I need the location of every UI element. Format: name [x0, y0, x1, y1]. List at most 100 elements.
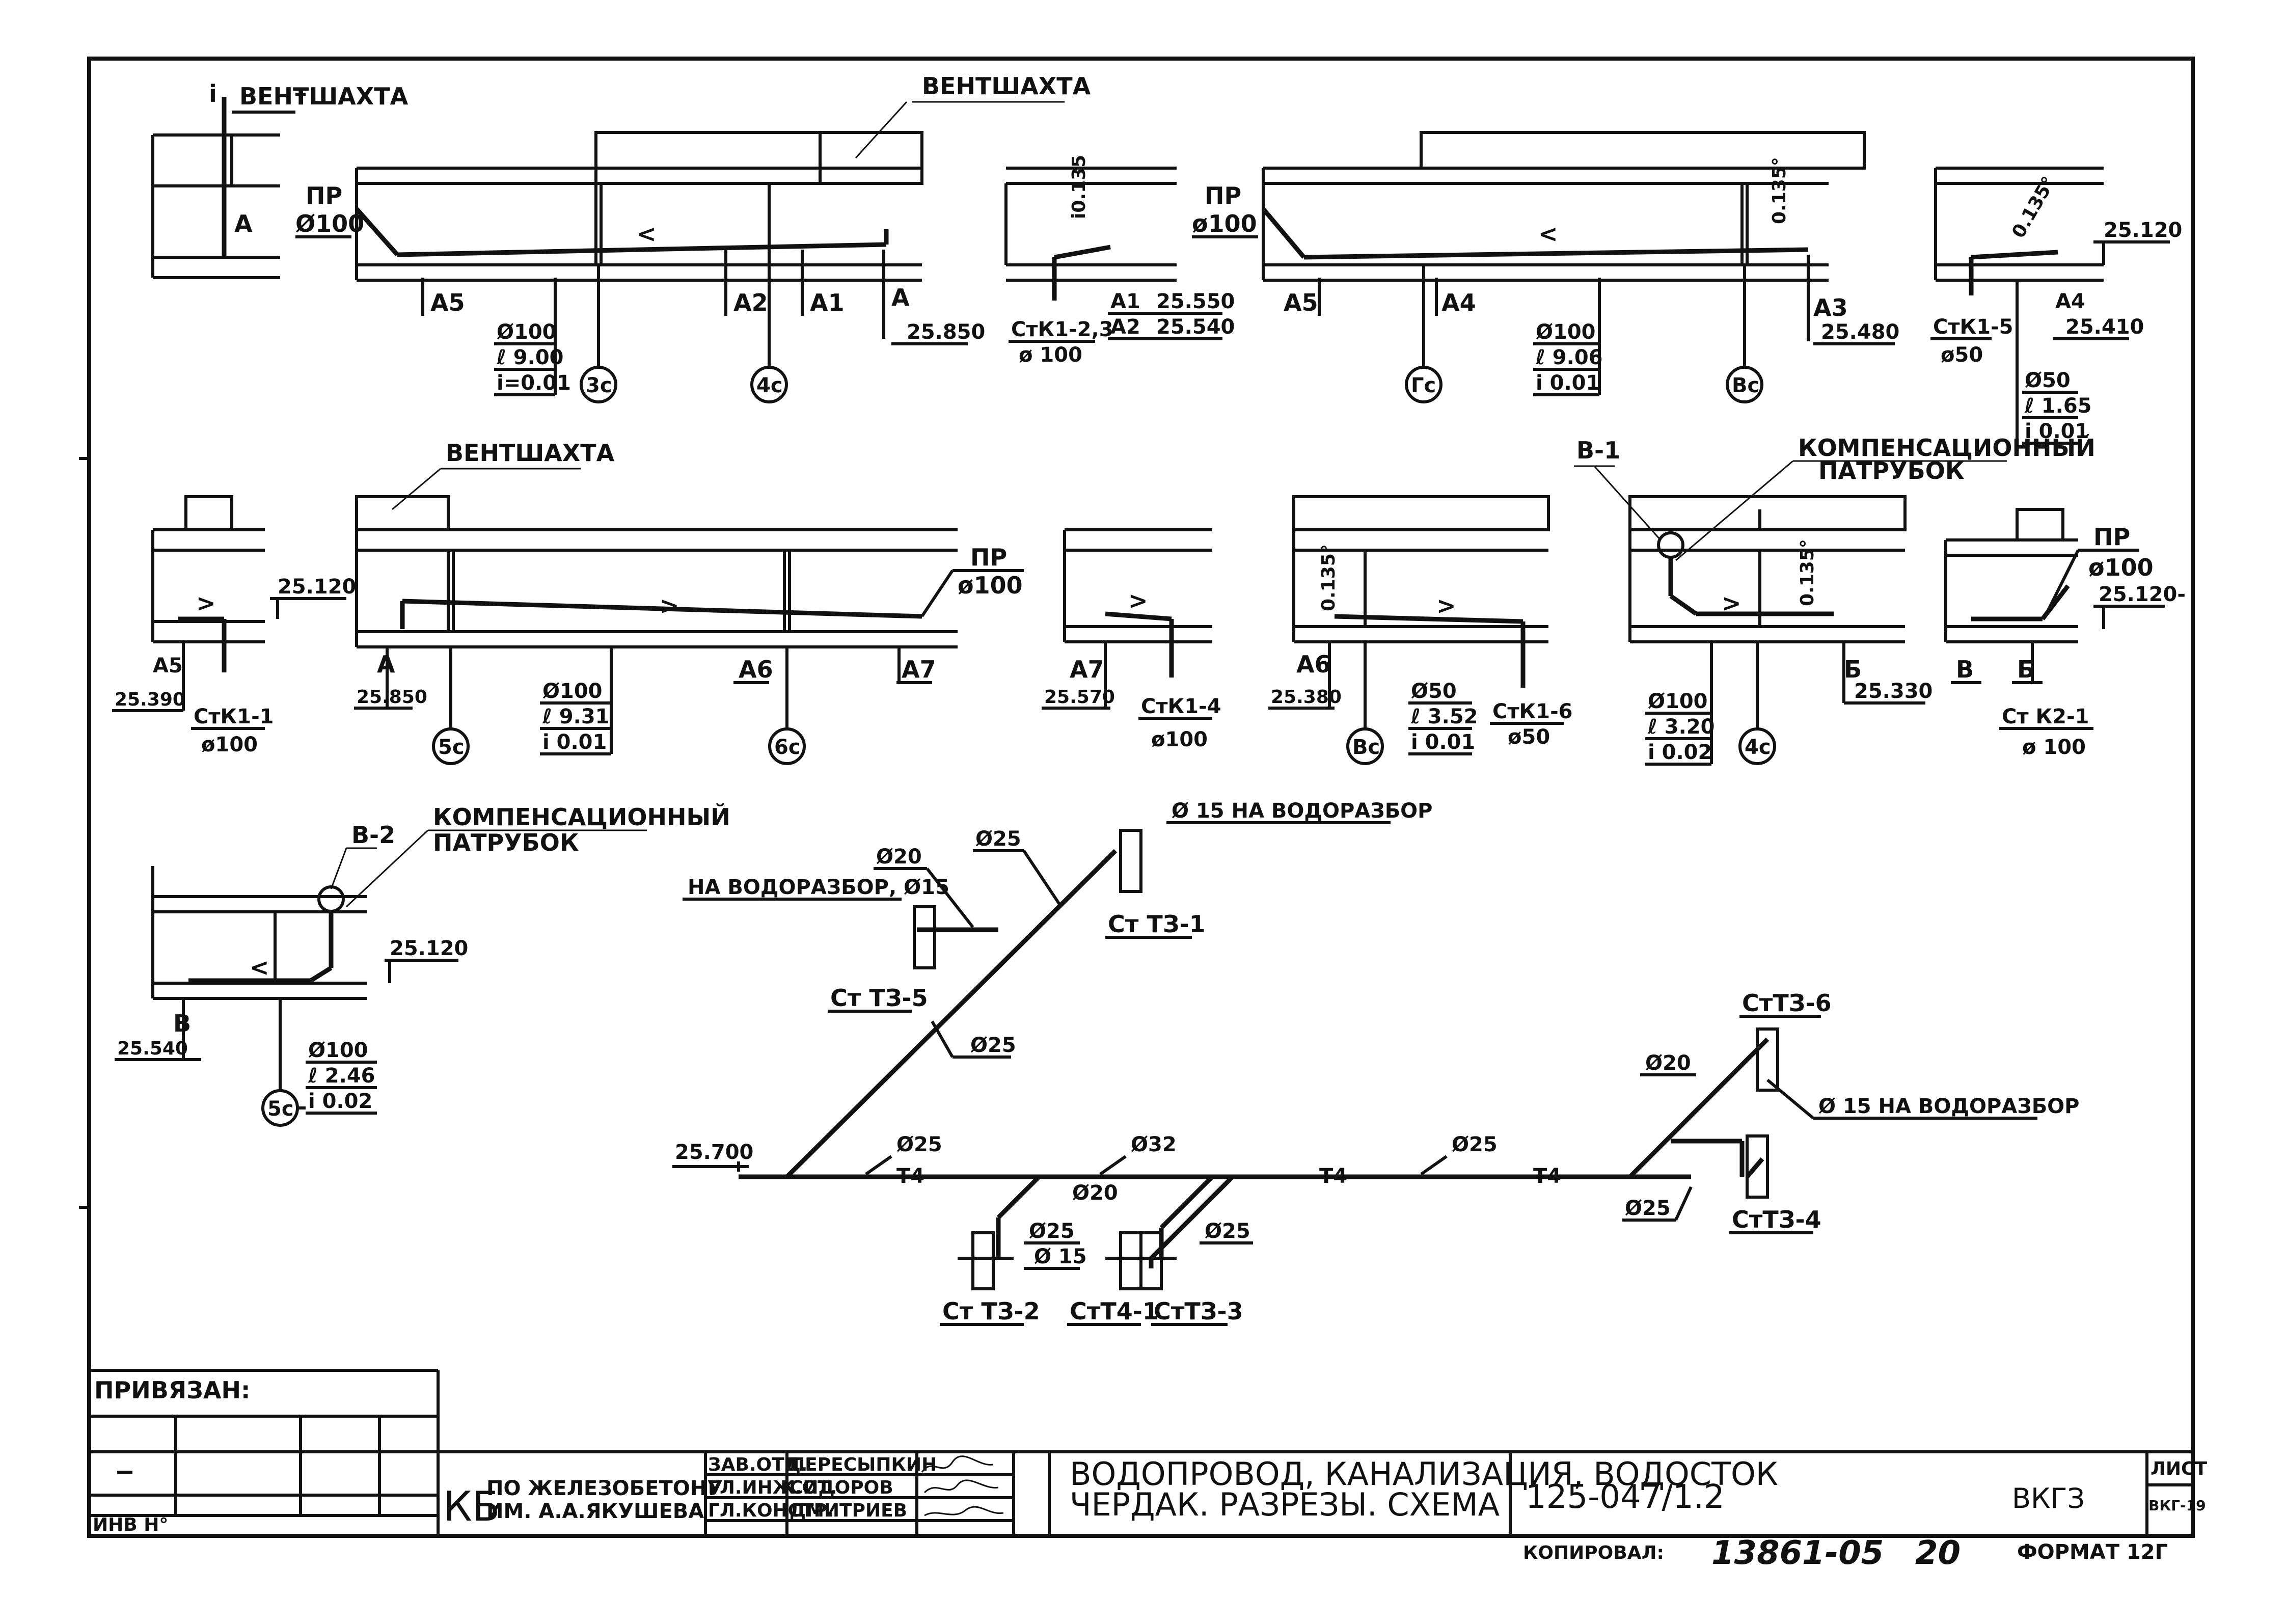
s10-label-v: В [1956, 656, 1974, 683]
s7-stack: СтК1-4 [1141, 695, 1221, 718]
s6-spec-length: ℓ 9.31 [542, 705, 609, 728]
s10-level: 25.120- [2099, 583, 2186, 606]
water-scheme: 25.700 Ø 15 НА ВОДОРАЗБОР НА ВОДОРАЗБОР,… [672, 799, 2080, 1326]
s3-spec-slope: i 0.01 [1536, 371, 1600, 395]
title-block: ПРИВЯЗАН: ИНВ Н° КБ ПО ЖЕЛЕЗОБЕТОНУ ИМ. … [89, 1369, 2207, 1572]
t4-mark-1: Т4 [896, 1165, 924, 1188]
s1-label-a1: А1 [810, 289, 845, 316]
copy-index: 20 [1915, 1534, 1961, 1572]
s11-tag: В-2 [351, 821, 395, 849]
flow-arrow-1: < [637, 220, 657, 248]
s8-stack-diameter: ø50 [1508, 725, 1550, 749]
name-2: СИДОРОВ [790, 1477, 893, 1498]
stack-t3-6: СтТЗ-6 [1742, 989, 1832, 1017]
section-11: В-2 КОМПЕНСАЦИОННЫЙ ПАТРУБОК < 25.120 В … [115, 803, 730, 1127]
section-1: ВЕНТШАХТА ПР Ø100 < А5 А2 А1 А 25.850 Ø1… [295, 72, 1091, 403]
s9-slope: 0.135° [1797, 539, 1818, 606]
s1-spec-diameter: Ø100 [497, 320, 557, 344]
s1-axis-3c: 3с [586, 374, 612, 397]
s3-spec-diameter: Ø100 [1536, 320, 1596, 344]
s3-axis-gc: Гс [1411, 374, 1436, 397]
s8-level: 25.380 [1271, 687, 1342, 708]
s5-label-a5: А5 [153, 654, 183, 678]
drawing-title-2: ЧЕРДАК. РАЗРЕЗЫ. СХЕМА [1070, 1486, 1500, 1523]
d32-main: Ø32 [1131, 1133, 1177, 1156]
s3-label-a5: А5 [1284, 289, 1318, 316]
d15-branch: Ø 15 [1034, 1245, 1087, 1268]
pr-label-1: ПР [306, 182, 342, 209]
s4-spec-diameter: Ø50 [2025, 369, 2071, 392]
s1-spec-slope: i=0.01 [497, 371, 571, 395]
flow-arrow-7: > [1128, 587, 1148, 614]
section-10: ПР ø100 25.120- В Б Ст К2-1 ø 100 [1944, 508, 2186, 759]
d25-main-2: Ø25 [1452, 1133, 1498, 1156]
s6-spec-diameter: Ø100 [542, 680, 603, 703]
comp-label-2b: ПАТРУБОК [433, 829, 579, 856]
s9-label-b: Б [1844, 656, 1862, 683]
flow-arrow-9: > [1722, 589, 1741, 617]
drawing-code: ВКГЗ [2012, 1482, 2085, 1514]
comp-label-2a: КОМПЕНСАЦИОННЫЙ [433, 803, 730, 831]
s3-label-a3: А3 [1813, 294, 1848, 321]
role-3: ГЛ.КОНСТР. [708, 1500, 834, 1521]
pr-diameter-2: ø100 [1192, 210, 1257, 237]
s2-slope: i0.135 [1069, 155, 1090, 219]
s11-level-top: 25.120 [390, 937, 468, 960]
s1-spec-length: ℓ 9.00 [496, 346, 563, 369]
pr-diameter-4: ø100 [2088, 554, 2154, 581]
pr-label-3: ПР [970, 544, 1007, 571]
s3-axis-vc: Вс [1732, 374, 1759, 397]
s9-level: 25.330 [1854, 680, 1933, 703]
s8-spec-diameter: Ø50 [1411, 680, 1457, 703]
kb-logo: КБ [443, 1483, 500, 1530]
flow-arrow-3: < [1538, 220, 1558, 248]
s2-stack-diameter: ø 100 [1019, 343, 1082, 367]
s6-level: 25.850 [357, 687, 427, 708]
tap-15-top: Ø 15 НА ВОДОРАЗБОР [1172, 799, 1433, 823]
d20-upper: Ø20 [876, 845, 922, 869]
s5-level: 25.390 [115, 689, 185, 710]
signature-2 [923, 1479, 999, 1494]
section-3: ПР ø100 < 0.135° А5 А4 А3 25.480 Ø100 ℓ … [1192, 131, 1899, 403]
s8-slope: 0.135° [1318, 544, 1339, 611]
s4-level-top: 25.120 [2104, 219, 2182, 242]
sheet-frame [87, 57, 2195, 1538]
org-line-1: ПО ЖЕЛЕЗОБЕТОНУ [486, 1477, 723, 1500]
ventshaft-label-3: ВЕНТШАХТА [446, 439, 615, 467]
water-level: 25.700 [675, 1141, 753, 1164]
s2-label-a2: А2 [1110, 315, 1140, 339]
pr-label-4: ПР [2093, 523, 2130, 551]
slope-mark: i [209, 80, 217, 107]
stack-t3-2: Ст ТЗ-2 [942, 1297, 1040, 1325]
s3-level: 25.480 [1821, 320, 1899, 344]
s1-level: 25.850 [907, 320, 985, 344]
s11-axis-5c: 5с [267, 1097, 294, 1121]
stack-t3-1: Ст ТЗ-1 [1108, 910, 1206, 938]
copied-label: КОПИРОВАЛ: [1523, 1542, 1664, 1563]
s8-spec-length: ℓ 3.52 [1410, 705, 1478, 728]
s9-spec-slope: i 0.02 [1648, 741, 1712, 764]
role-1: ЗАВ.ОТД. [708, 1454, 807, 1475]
format-label: ФОРМАТ 12Г [2017, 1540, 2168, 1564]
ventshaft-label-1: ВЕНТШАХТА [239, 83, 409, 110]
s7-stack-diameter: ø100 [1151, 728, 1208, 751]
s11-spec-diameter: Ø100 [308, 1039, 368, 1062]
s11-spec-length: ℓ 2.46 [308, 1064, 375, 1088]
flow-arrow-8: > [1436, 592, 1456, 619]
tap-15-right: Ø 15 НА ВОДОРАЗБОР [1818, 1095, 2080, 1118]
signature-3 [924, 1506, 1004, 1517]
s10-stack-diameter: ø 100 [2022, 736, 2086, 759]
s2-stack: СтК1-2,3 [1011, 318, 1113, 341]
s5-stack: СтК1-1 [194, 705, 274, 728]
sheet-value: ВКГ-19 [2148, 1497, 2206, 1514]
section-4: 0.135° 25.120 СтК1-5 ø50 А4 25.410 Ø50 ℓ… [1930, 167, 2182, 446]
s1-label-a2: А2 [733, 289, 768, 316]
stack-t3-5: Ст ТЗ-5 [830, 984, 928, 1012]
s10-stack: Ст К2-1 [2002, 705, 2089, 728]
s8-spec-slope: i 0.01 [1411, 730, 1475, 754]
section-2: i0.135 СтК1-2,3 ø 100 А1 25.550 А2 25.54… [1004, 155, 1235, 367]
s1-label-a: А [891, 284, 910, 311]
s5-stack-diameter: ø100 [201, 733, 258, 756]
s4-spec-slope: i 0.01 [2025, 420, 2089, 443]
